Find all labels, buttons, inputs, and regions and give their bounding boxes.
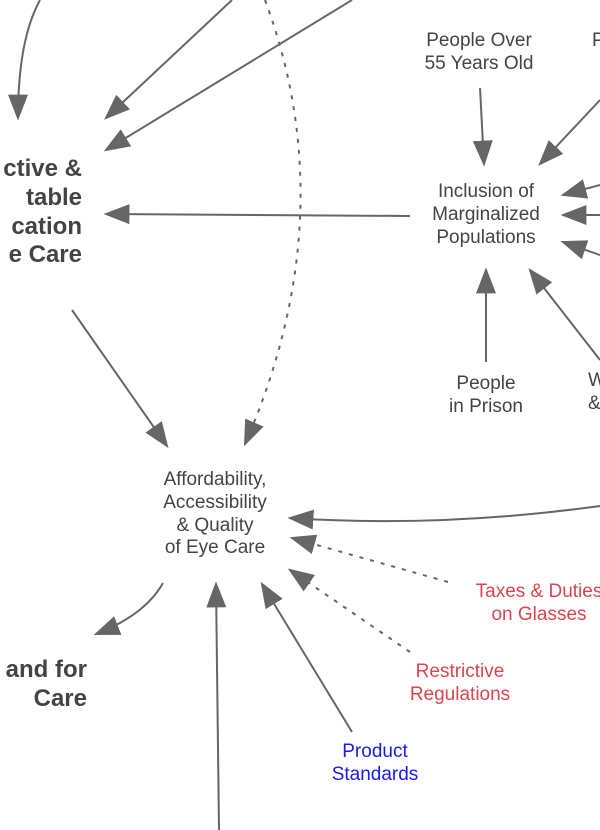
arrow-affordability-to-demand [93,582,164,635]
arrow-topright-to-inclusion [538,99,600,166]
arrow-top-to-effective-2 [103,0,353,152]
dashed-arrow-regulations-to-affordability [287,568,411,653]
node-truncated-right: W & [588,370,600,414]
arrow-right-to-inclusion-3 [560,240,600,260]
arrow-over55-to-inclusion [472,87,493,167]
node-inclusion-marginalized: Inclusion of Marginalized Populations [432,181,540,248]
node-restrictive-regulations: Restrictive Regulations [409,661,511,705]
node-effective-equitable: ctive & table cation e Care [3,155,82,269]
arrow-top-curve-to-effective [8,0,41,121]
node-people-over-55: People Over 55 Years Old [424,30,534,74]
arrow-w-to-inclusion [528,267,600,361]
arrow-effective-to-affordability [71,309,169,449]
node-affordability: Affordability, Accessibility & Quality o… [163,469,267,559]
arrow-inclusion-to-effective [103,204,411,225]
node-people-in-prison: People in Prison [449,373,523,417]
node-demand: and for Care [5,656,87,712]
node-truncated-top-right: P [592,30,600,51]
arrow-standards-to-affordability [260,581,353,733]
dashed-arrow-taxes-to-affordability [289,534,449,583]
arrow-right-to-inclusion-1 [560,179,600,199]
node-product-standards: Product Standards [331,741,419,785]
dotted-arrow-top-to-affordability [243,0,302,447]
arrow-right-to-affordability [287,505,600,530]
node-taxes-duties: Taxes & Duties on Glasses [475,581,600,625]
arrow-top-to-effective-1 [104,0,233,120]
arrow-bottom-to-affordability [206,581,227,830]
